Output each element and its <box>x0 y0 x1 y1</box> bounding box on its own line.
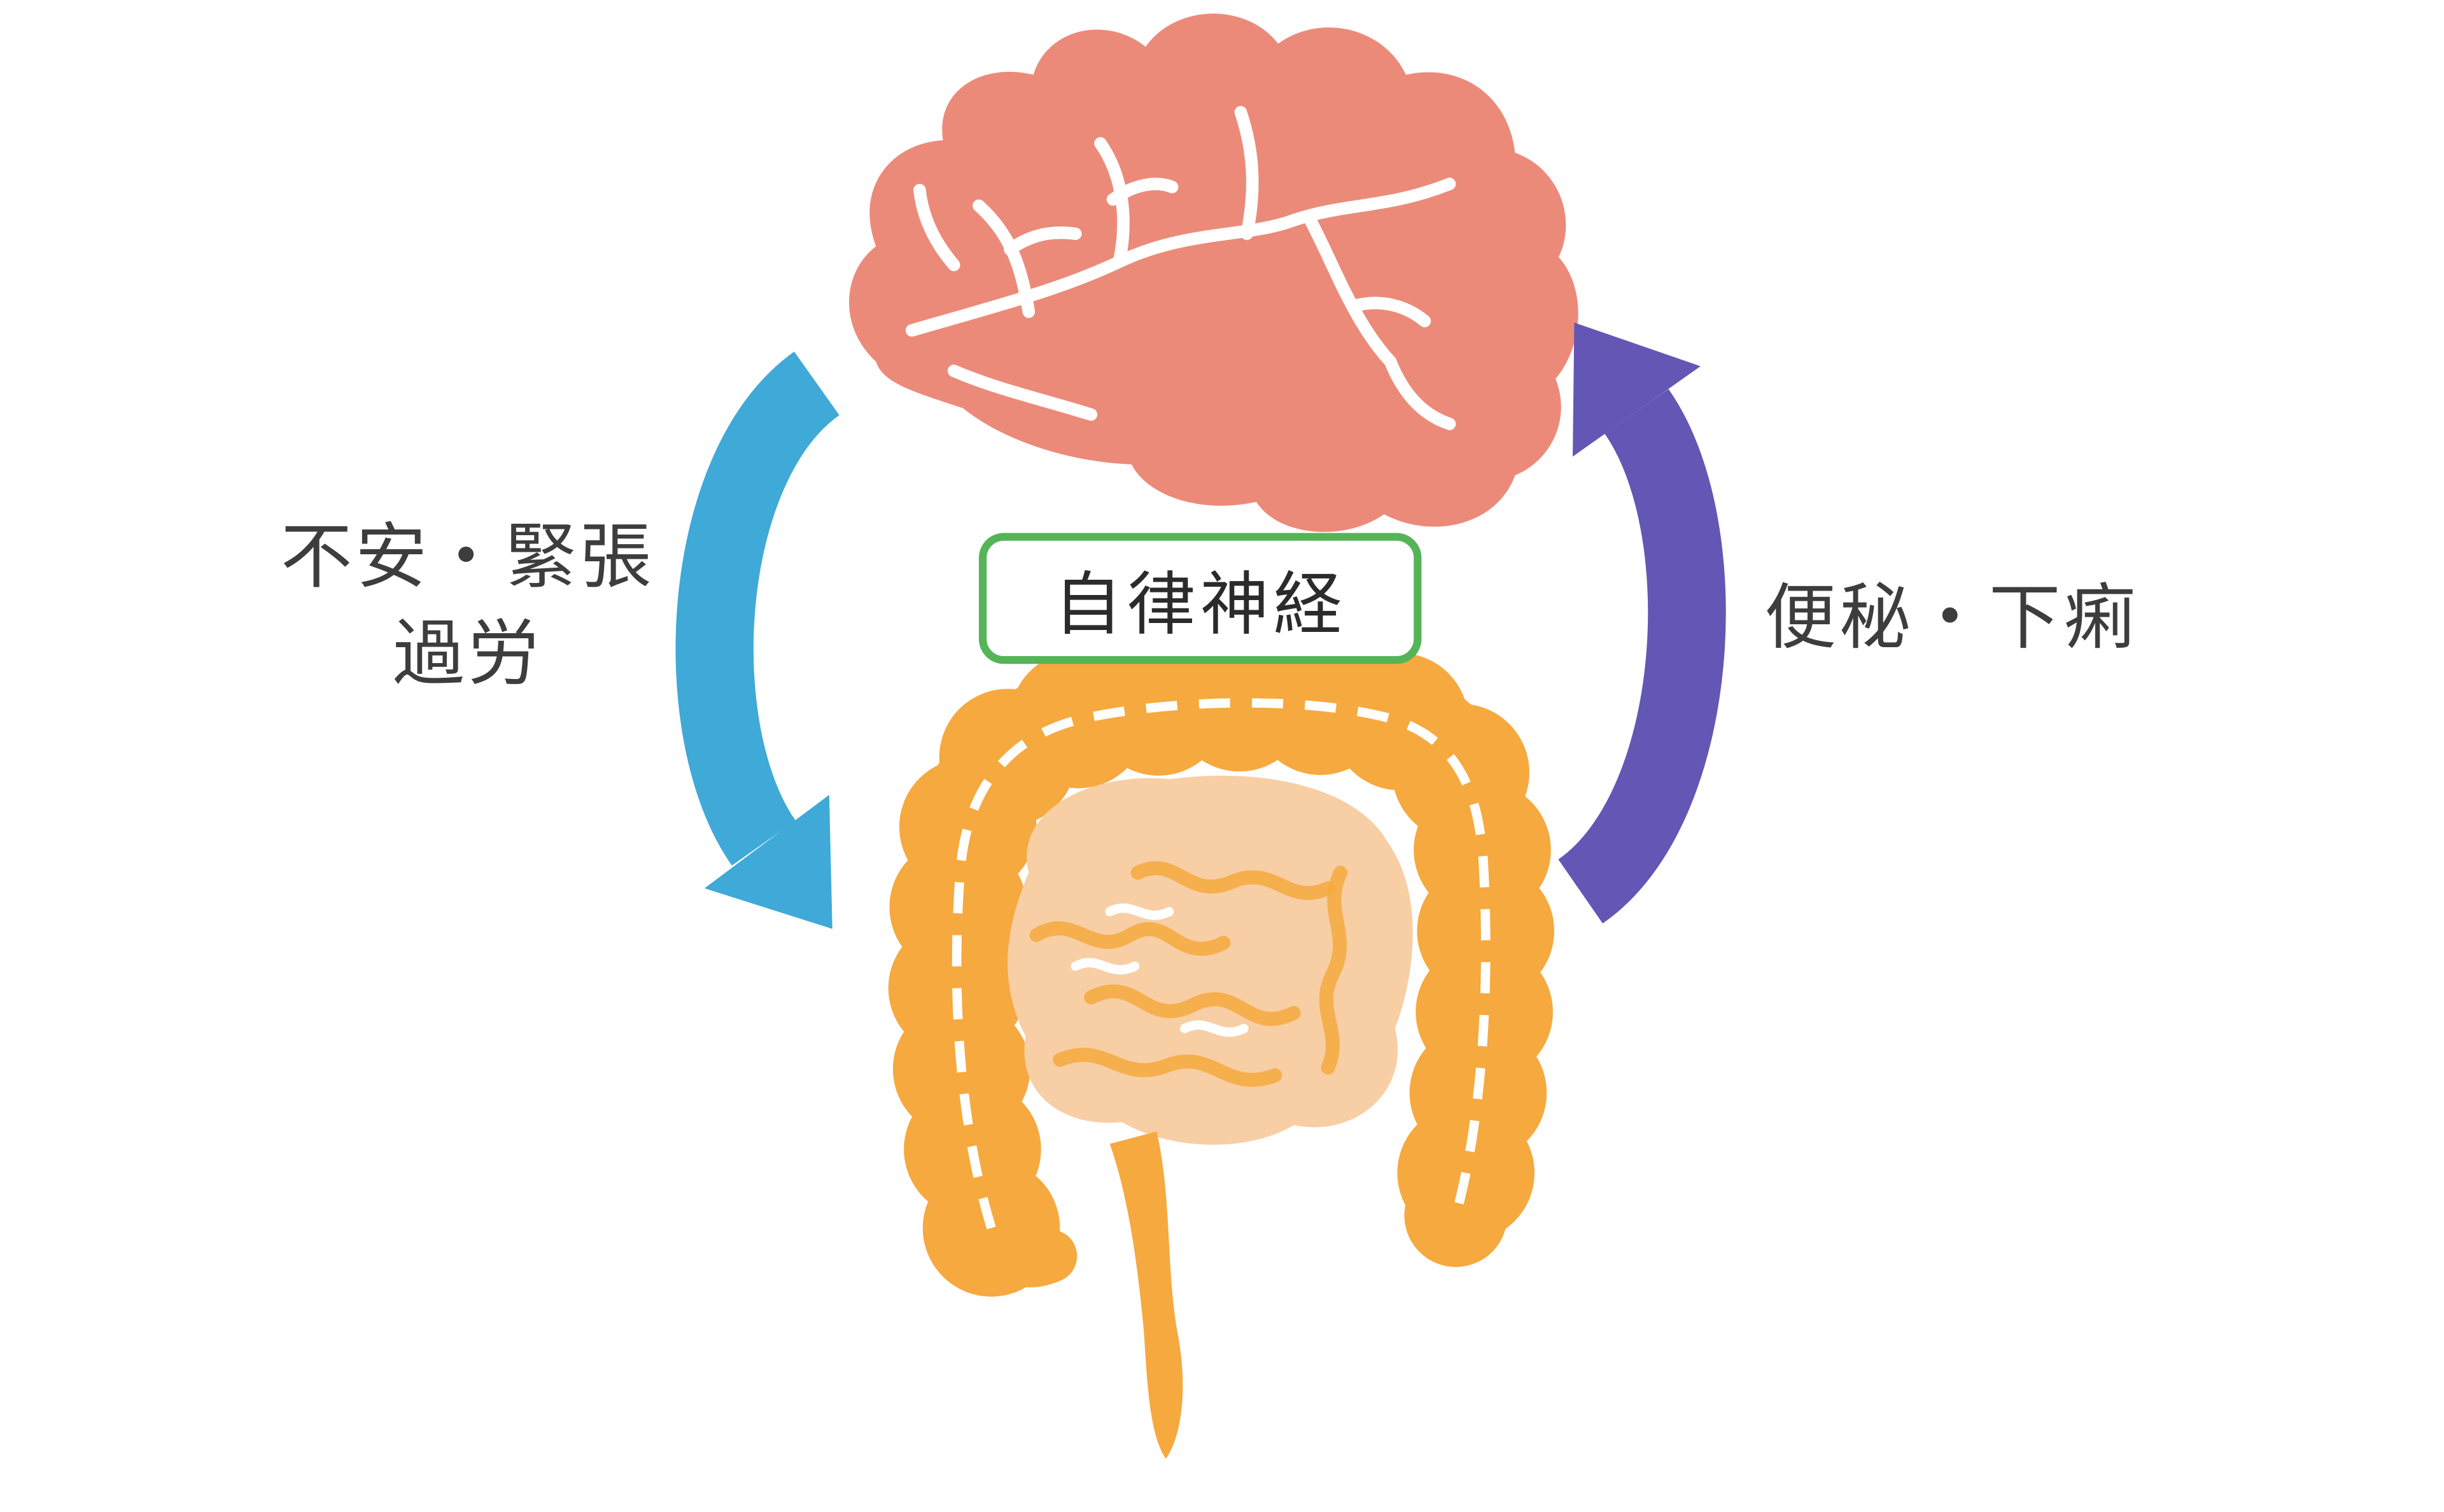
rectum <box>1109 1131 1183 1459</box>
curved-arrow-down-icon <box>675 351 841 929</box>
small-intestine <box>1008 775 1413 1145</box>
colon-dashed-line <box>952 698 1491 1229</box>
stress-label-line1: 不安・緊張 <box>280 514 655 599</box>
curved-arrow-up-icon <box>1557 322 1726 924</box>
intestines-icon <box>888 634 1555 1459</box>
symptoms-label: 便秘・下痢 <box>1718 561 2186 664</box>
colon-end-left <box>964 1198 1078 1287</box>
brain-fold-lines-icon <box>905 106 1456 430</box>
autonomic-nerve-box: 自律神経 <box>978 533 1422 664</box>
brain-icon <box>849 13 1578 532</box>
brain-body <box>849 13 1578 532</box>
symptoms-label-text: 便秘・下痢 <box>1764 575 2139 659</box>
autonomic-nerve-label: 自律神経 <box>1053 565 1347 645</box>
stress-label-line2: 過労 <box>393 611 543 696</box>
stress-label: 不安・緊張 過労 <box>234 508 701 701</box>
small-intestine-loops <box>1029 861 1348 1087</box>
